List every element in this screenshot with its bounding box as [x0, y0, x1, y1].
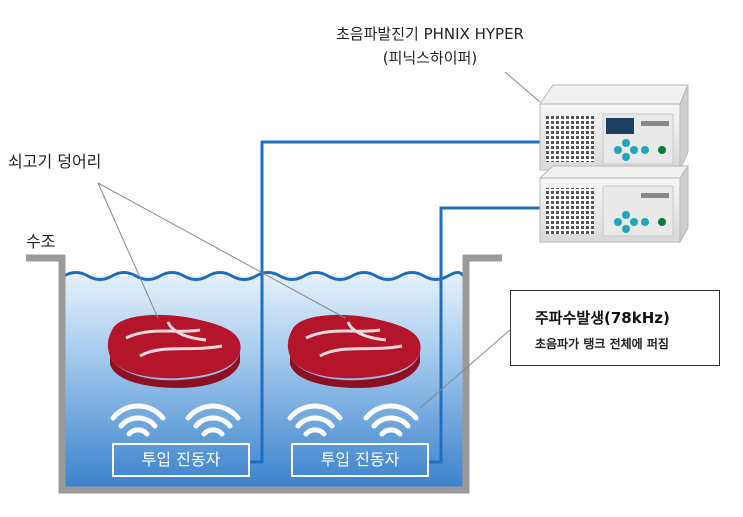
frequency-description: 초음파가 탱크 전체에 퍼짐: [535, 337, 669, 351]
transducer-label-right: 투입 진동자: [291, 443, 429, 477]
wifi-wave-icon: [110, 403, 166, 437]
leader-line-generator: [504, 71, 541, 103]
frequency-callout: 주파수발생(78kHz) 초음파가 탱크 전체에 퍼짐: [510, 290, 720, 366]
tank-wall: [26, 254, 502, 494]
wifi-wave-icon: [185, 403, 241, 437]
cable-right: [429, 206, 540, 464]
generator-label-line2: (피닉스하이퍼): [382, 49, 478, 67]
cable-left: [250, 140, 540, 464]
meat-steak-icon: [107, 314, 241, 388]
frequency-title: 주파수발생(78kHz): [535, 309, 670, 327]
meat-steak-icon: [287, 314, 421, 388]
wifi-wave-icon: [363, 403, 419, 437]
leader-line-meat-right: [97, 182, 346, 319]
tank-label: 수조: [26, 232, 56, 251]
leader-line-meat-left: [97, 182, 159, 319]
generator-label: 초음파발진기 PHNIX HYPER (피닉스하이퍼): [320, 22, 540, 70]
meat-label: 쇠고기 덩어리: [8, 152, 102, 171]
generator-label-line1: 초음파발진기 PHNIX HYPER: [336, 25, 524, 43]
transducer-label-left: 투입 진동자: [112, 443, 250, 477]
leader-line-callout: [419, 329, 511, 409]
ultrasonic-generator-device-icon: [538, 84, 689, 244]
wifi-wave-icon: [287, 403, 343, 437]
